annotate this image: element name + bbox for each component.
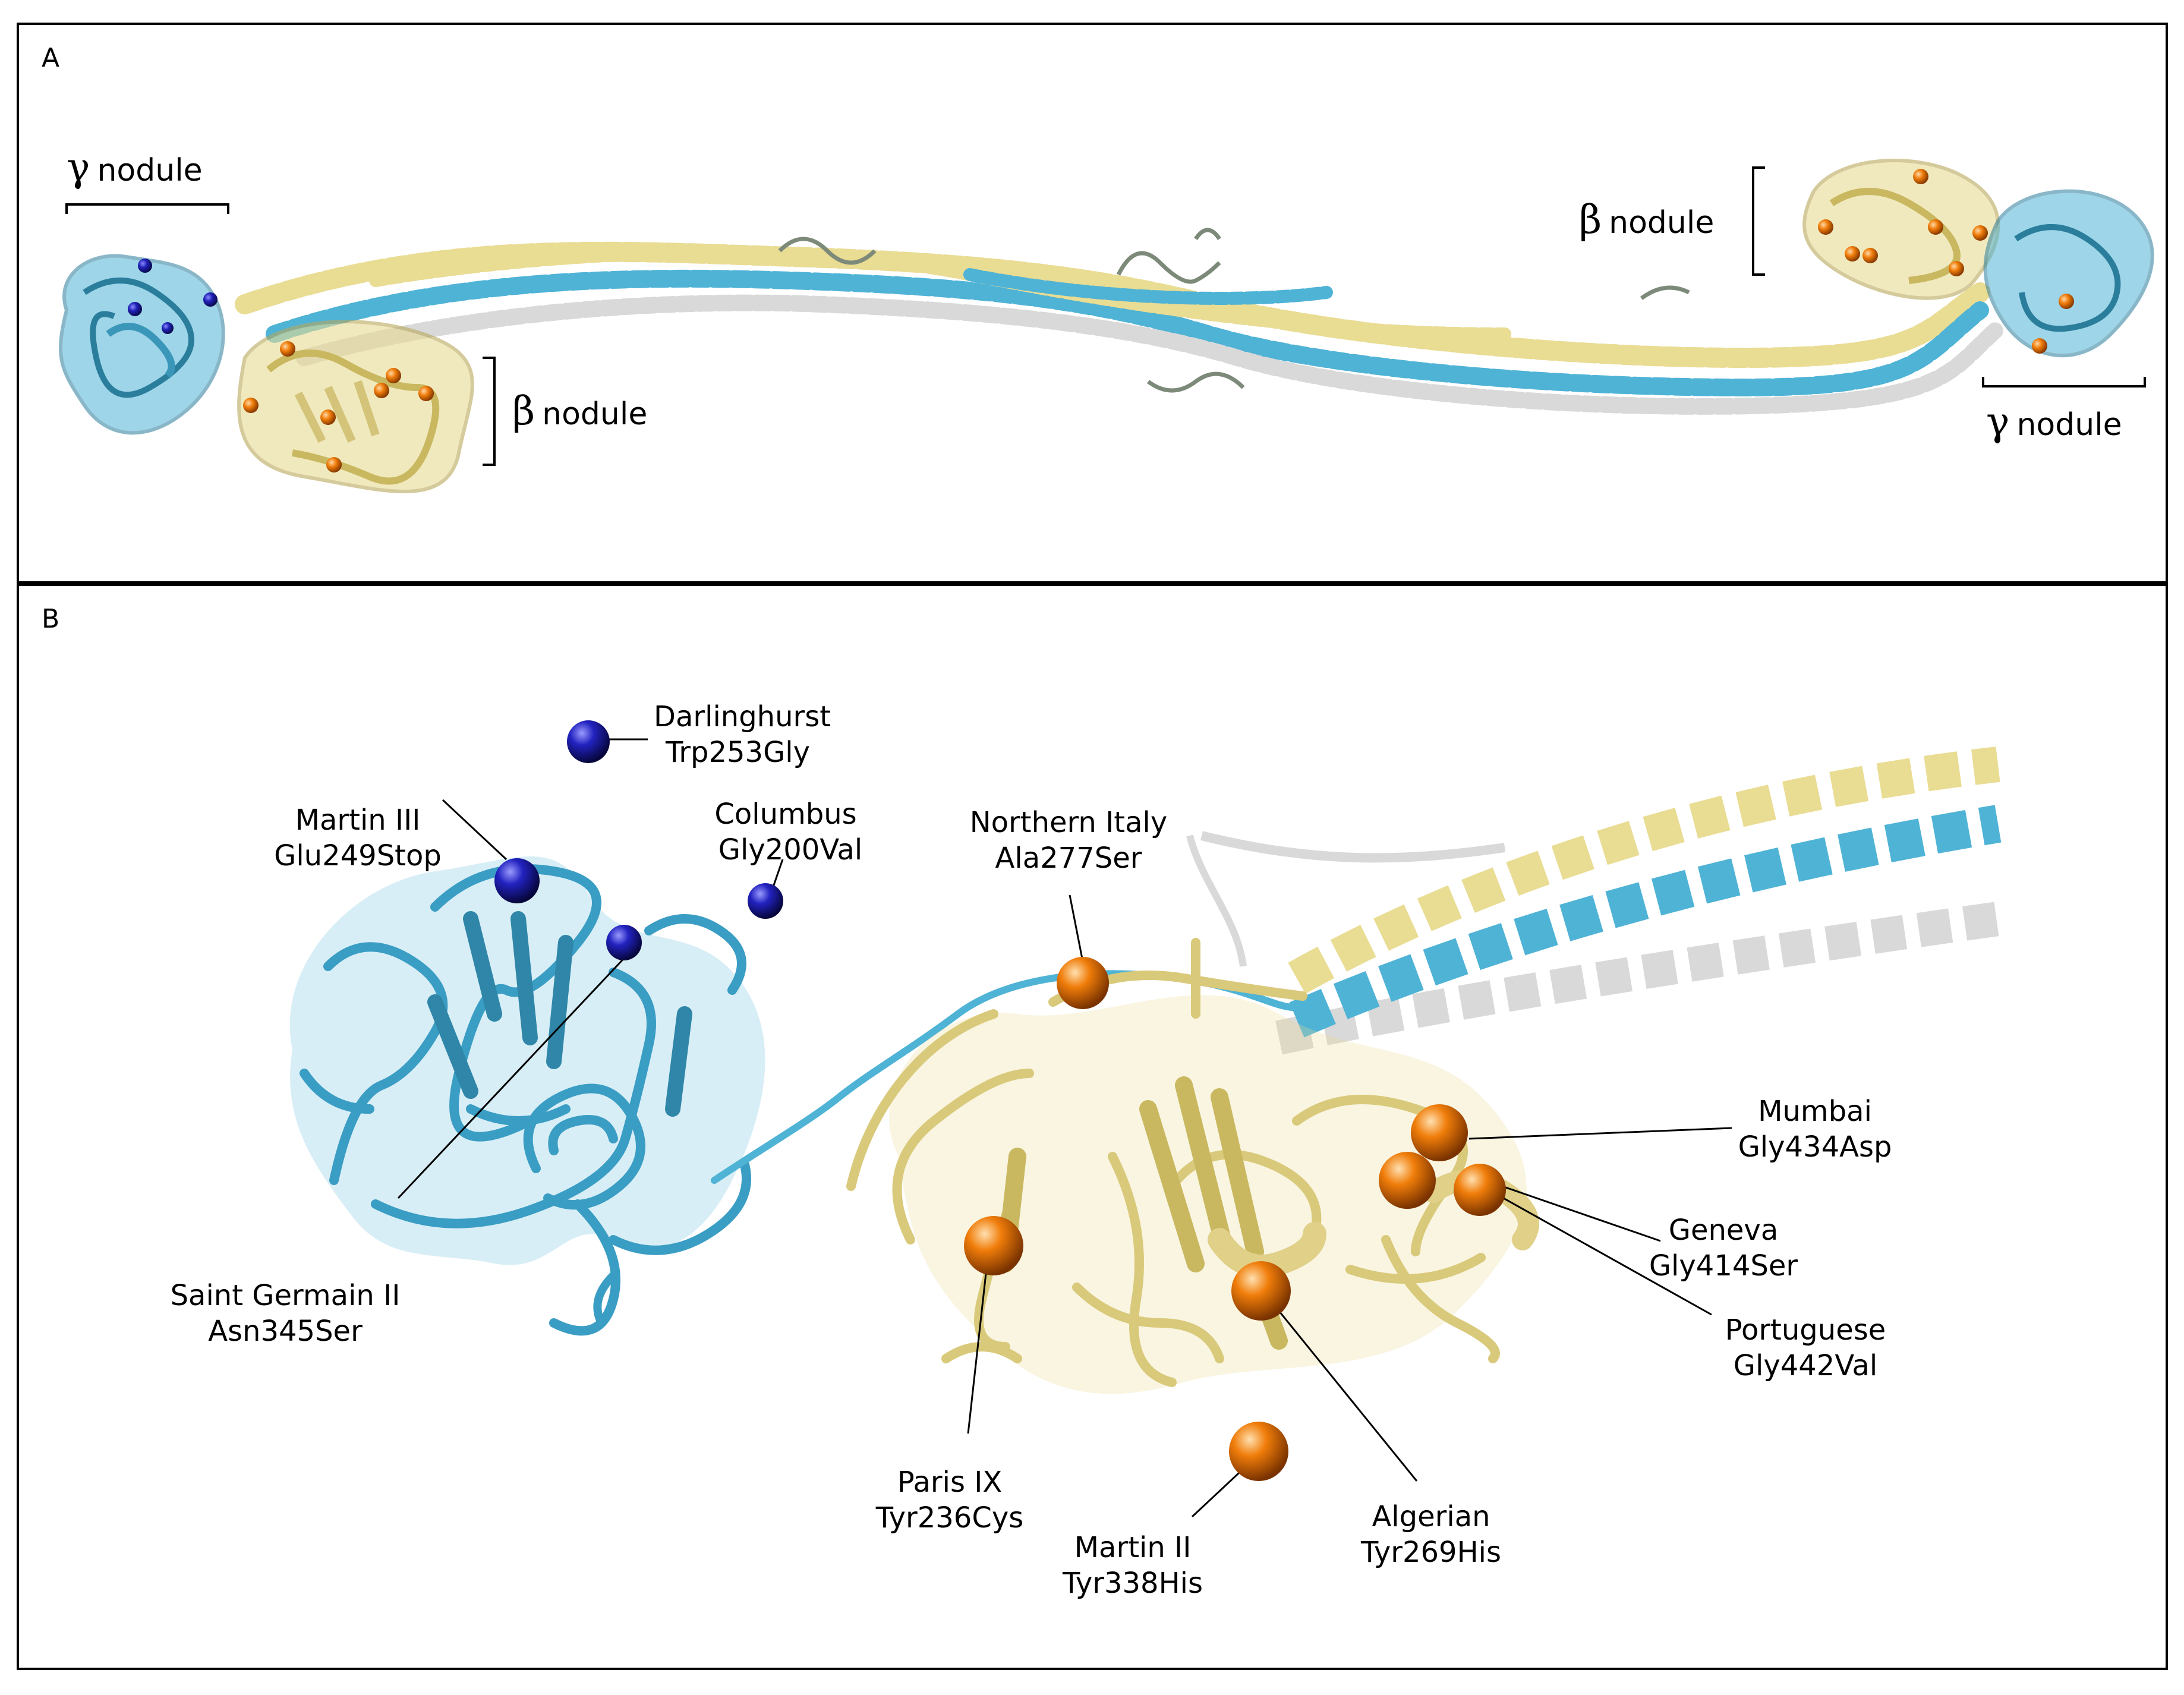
right-beta-nodule <box>1802 159 2000 300</box>
sphere-darlinghurst <box>567 720 610 763</box>
leader-algerian <box>1268 1299 1418 1482</box>
leader-columbus <box>771 859 784 891</box>
right-gamma-nodule <box>1983 189 2154 358</box>
panel-b-letter: B <box>42 604 60 634</box>
left-beta-nodule <box>237 320 474 493</box>
leader-martin-ii <box>1191 1464 1248 1518</box>
leader-lines <box>397 738 1732 1518</box>
sphere-northern-italy <box>1057 957 1109 1009</box>
leader-portuguese <box>1492 1191 1712 1316</box>
panel-a: A <box>17 23 2168 584</box>
left-gamma-nodule <box>59 254 225 435</box>
sphere-portuguese <box>1454 1164 1506 1216</box>
left-gamma-bracket <box>65 203 229 214</box>
coiled-coil-helices-b <box>1186 746 2002 1055</box>
central-loops <box>778 228 1690 393</box>
sphere-martin-ii <box>1229 1422 1288 1481</box>
panel-a-letter: A <box>42 43 60 73</box>
sphere-columbus <box>748 883 783 919</box>
leader-saint-germain-ii <box>397 952 630 1199</box>
sphere-martin-iii <box>494 858 540 903</box>
brackets <box>65 166 2146 466</box>
leader-mumbai <box>1468 1127 1732 1140</box>
panel-b: B <box>17 584 2168 1670</box>
coiled-coil-helices <box>235 241 2006 415</box>
beta-mutation-spheres <box>964 957 1506 1481</box>
gamma-mutation-spheres <box>494 720 783 960</box>
sphere-geneva <box>1379 1152 1436 1209</box>
sphere-paris-ix <box>964 1216 1023 1275</box>
leader-martin-iii <box>442 799 508 861</box>
leader-northern-italy <box>1069 894 1084 962</box>
right-gamma-bracket <box>1982 377 2146 387</box>
leader-geneva <box>1498 1184 1661 1242</box>
right-beta-bracket <box>1752 166 1765 276</box>
leader-paris-ix <box>967 1257 989 1434</box>
sphere-algerian <box>1231 1261 1291 1321</box>
sphere-mumbai <box>1411 1104 1468 1161</box>
sphere-saint-germain-ii <box>606 925 642 960</box>
left-beta-bracket <box>483 357 496 466</box>
